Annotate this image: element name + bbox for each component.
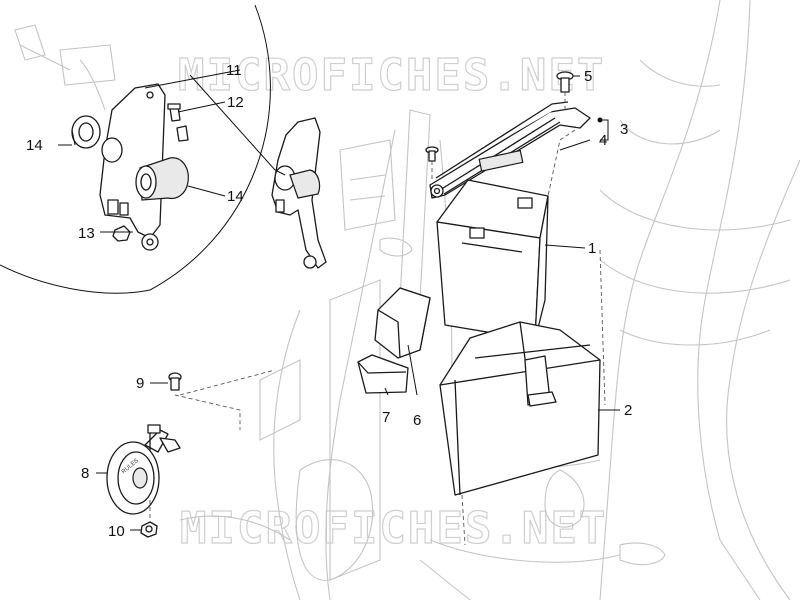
callout-1: 1 [588, 240, 596, 257]
leader-lines [58, 69, 620, 531]
detail-inset-circle [0, 4, 271, 294]
battery-box [439, 321, 601, 496]
callout-2: 2 [624, 402, 632, 419]
nut-10 [140, 521, 158, 538]
callout-4: 4 [599, 132, 607, 149]
battery [436, 179, 549, 341]
watermark-bottom: MICROFICHES.NET [180, 503, 607, 554]
callout-14-left: 14 [26, 137, 43, 154]
relay-sleeve-7 [357, 354, 409, 394]
assembly-lines [149, 129, 606, 546]
watermark-top: MICROFICHES.NET [178, 50, 605, 101]
screw-5 [556, 71, 574, 110]
callout-5: 5 [584, 68, 592, 85]
bolt-9 [168, 372, 241, 430]
callout-11: 11 [226, 62, 242, 79]
screw-strap-left [425, 146, 439, 182]
callout-6: 6 [413, 412, 421, 429]
callout-10: 10 [108, 523, 125, 540]
callout-8: 8 [81, 465, 89, 482]
callout-13: 13 [78, 225, 95, 242]
callout-7: 7 [382, 409, 390, 426]
callout-9: 9 [136, 375, 144, 392]
horn: RULES [106, 424, 181, 515]
battery-strap [429, 101, 591, 199]
callout-14-right: 14 [227, 188, 244, 205]
relay-6 [374, 287, 431, 359]
bracket-assembly-installed [271, 117, 327, 269]
callout-12: 12 [227, 94, 244, 111]
callout-3-dot [597, 117, 603, 123]
callout-3: 3 [620, 121, 628, 138]
